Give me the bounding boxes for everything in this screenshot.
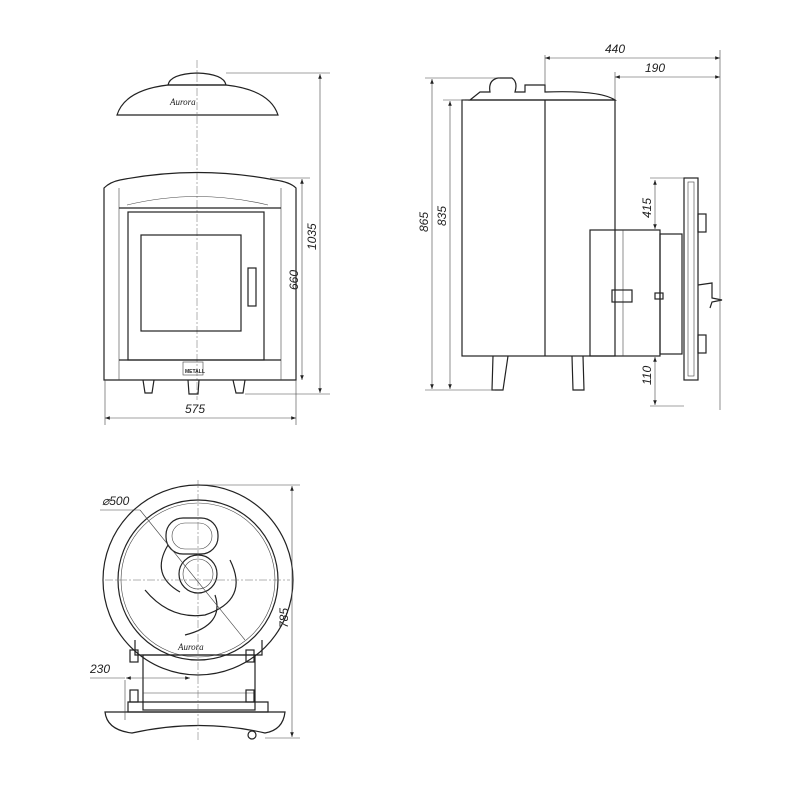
- door: [127, 211, 265, 361]
- dome-top: [116, 84, 279, 116]
- svg-text:835: 835: [435, 206, 449, 226]
- door-handle: [247, 267, 257, 307]
- door-plate: [683, 177, 699, 381]
- svg-text:⌀500: ⌀500: [102, 494, 130, 508]
- svg-text:660: 660: [287, 270, 301, 290]
- legs: [142, 379, 246, 395]
- svg-text:440: 440: [605, 42, 625, 56]
- badge: [182, 361, 204, 376]
- top-view: Aurora ⌀500 785 230: [89, 480, 300, 740]
- outer-frame: [103, 171, 297, 381]
- top-cap: [468, 77, 617, 101]
- chimney-cap: [167, 72, 227, 86]
- svg-text:785: 785: [277, 608, 291, 628]
- svg-text:110: 110: [640, 366, 654, 385]
- chimney-oval: [165, 517, 219, 555]
- svg-text:1035: 1035: [305, 223, 319, 250]
- svg-text:575: 575: [185, 402, 205, 416]
- svg-text:865: 865: [417, 212, 431, 232]
- svg-text:230: 230: [89, 662, 110, 676]
- svg-text:METALL: METALL: [185, 369, 205, 375]
- door-glass: [140, 234, 242, 332]
- tunnel: [589, 229, 661, 357]
- front-view: Aurora METALL 1035 660 575: [103, 60, 330, 425]
- door-latch: [697, 282, 723, 309]
- svg-text:190: 190: [645, 61, 665, 75]
- side-legs: [491, 355, 585, 391]
- svg-text:Aurora: Aurora: [177, 642, 204, 652]
- side-view: 440 190 865 835 415 110: [417, 42, 723, 410]
- svg-text:415: 415: [640, 198, 654, 218]
- body: [461, 99, 616, 357]
- logo: Aurora: [169, 97, 196, 107]
- base-plate: [104, 711, 286, 734]
